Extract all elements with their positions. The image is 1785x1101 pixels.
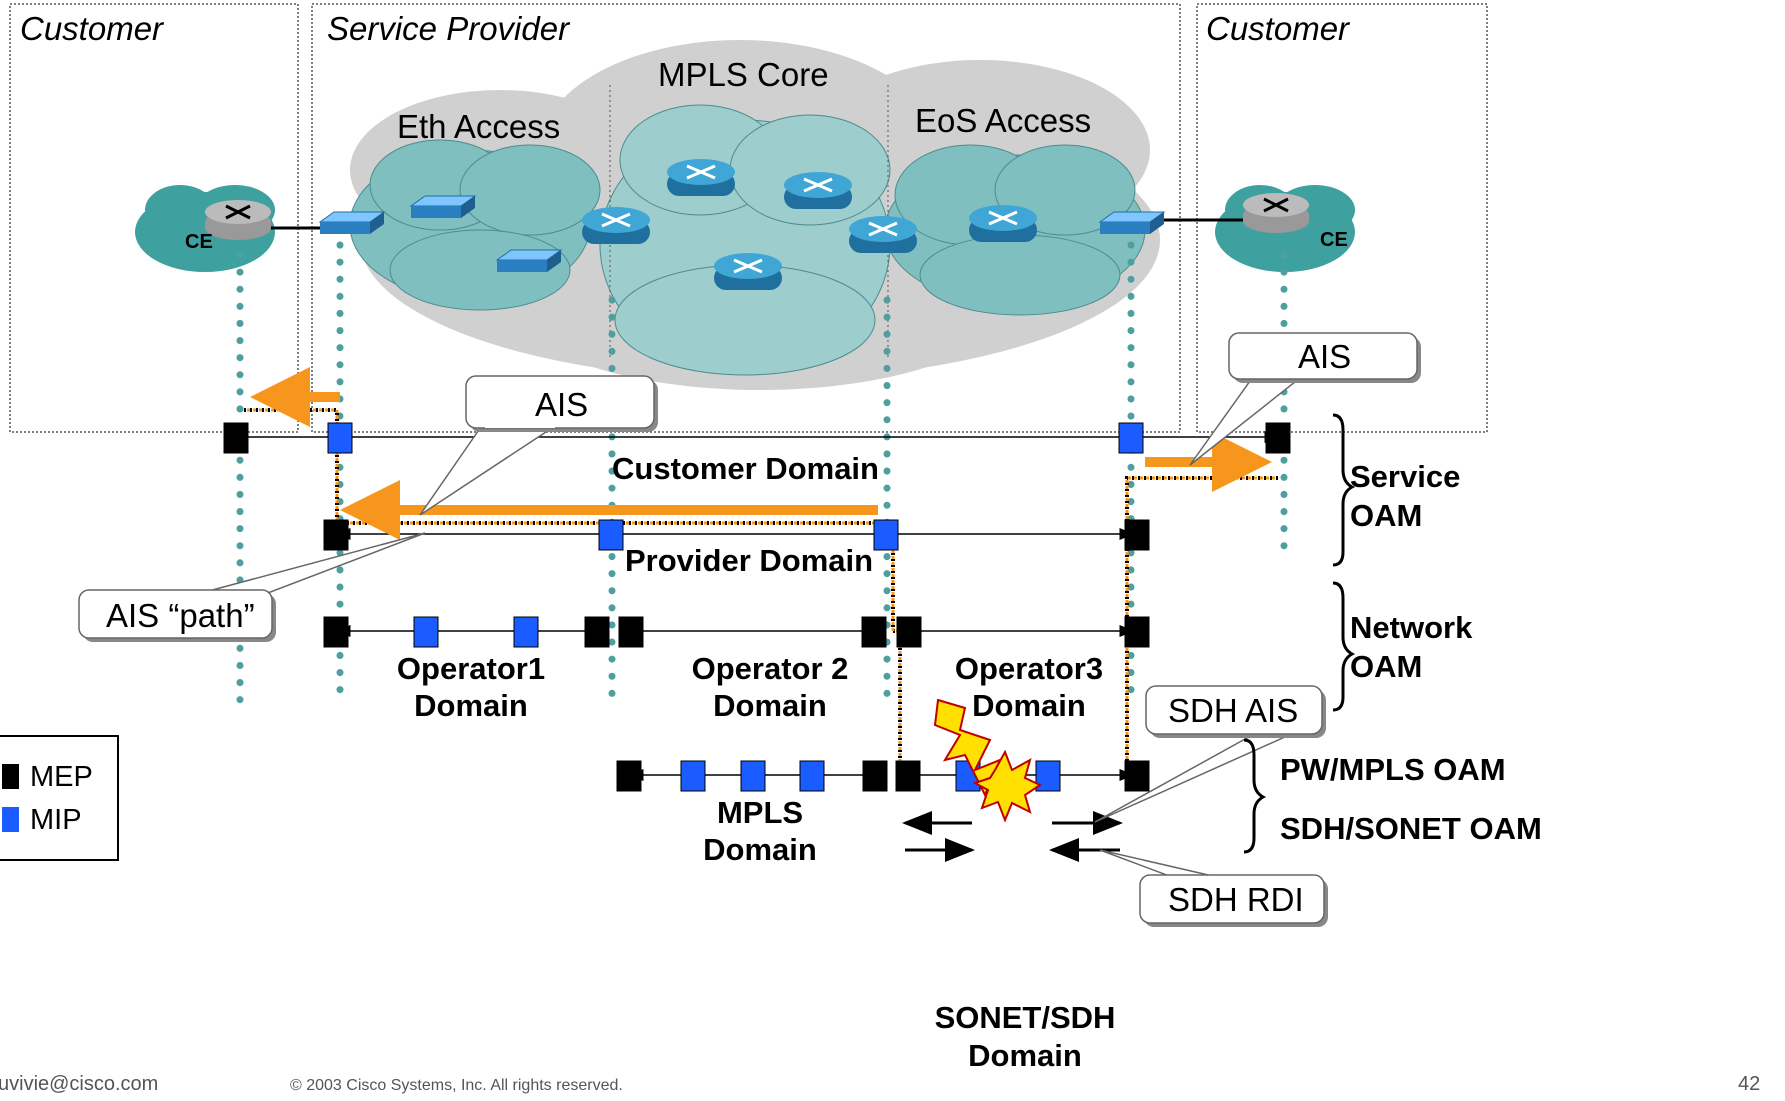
fault-lightning-icon xyxy=(933,698,1043,823)
customer-right-label: Customer xyxy=(1206,10,1350,47)
ce-left-router-icon xyxy=(205,200,271,240)
ais-path-text: AIS “path” xyxy=(106,597,255,634)
switch-icon xyxy=(495,249,563,272)
mep-point xyxy=(323,519,349,551)
ce-right-router-icon xyxy=(1243,193,1309,233)
service-provider-label: Service Provider xyxy=(327,10,570,47)
operator1-label-line1: Operator1 xyxy=(396,651,546,686)
mip-point xyxy=(740,760,766,792)
ce-right-label: CE xyxy=(1320,229,1348,251)
operator3-label-line2: Domain xyxy=(972,688,1086,723)
customer-domain-label: Customer Domain xyxy=(612,451,879,486)
mpls-core-label: MPLS Core xyxy=(658,56,829,93)
eth-access-label: Eth Access xyxy=(397,108,561,145)
eos-access-label: EoS Access xyxy=(915,102,1092,139)
provider-domain-label: Provider Domain xyxy=(625,543,874,578)
switch-icon xyxy=(1098,211,1166,234)
lower-oam-brace xyxy=(1243,738,1267,854)
pw-mpls-oam-label: PW/MPLS OAM xyxy=(1280,752,1506,787)
service-oam-label-line2: OAM xyxy=(1350,498,1423,533)
router-icon xyxy=(582,207,650,244)
mip-point xyxy=(598,519,624,551)
mip-point xyxy=(799,760,825,792)
mep-point xyxy=(584,616,610,648)
mip-point xyxy=(680,760,706,792)
mep-point xyxy=(862,760,888,792)
mep-point xyxy=(1124,760,1150,792)
customer-left-label: Customer xyxy=(20,10,164,47)
router-icon xyxy=(667,159,735,196)
mep-legend-swatch xyxy=(2,764,19,789)
network-oam-label-line2: OAM xyxy=(1350,649,1423,684)
operator3-label-line1: Operator3 xyxy=(954,651,1104,686)
ais-right-text: AIS xyxy=(1298,338,1352,375)
mpls-domain-label-line1: MPLS xyxy=(716,795,804,830)
mip-point xyxy=(513,616,539,648)
switch-icon xyxy=(409,195,477,218)
mep-point xyxy=(323,616,349,648)
operator2-label-line2: Domain xyxy=(713,688,827,723)
mep-point xyxy=(896,616,922,648)
service-provider-region xyxy=(311,3,1181,433)
customer-left-region xyxy=(9,3,299,433)
ce-left-label: CE xyxy=(185,231,213,253)
core-routers xyxy=(582,159,1037,290)
mep-point xyxy=(1124,616,1150,648)
router-icon xyxy=(969,205,1037,242)
ais-path-right-black xyxy=(1125,476,1278,775)
mip-legend-label: MIP xyxy=(30,804,82,836)
router-icon xyxy=(784,172,852,209)
operator2-label-line1: Operator 2 xyxy=(691,651,849,686)
mip-point xyxy=(1118,422,1144,454)
router-icon xyxy=(849,216,917,253)
mep-mip-points xyxy=(223,422,1291,792)
mip-legend-swatch xyxy=(2,807,19,832)
network-oam-brace xyxy=(1332,581,1356,712)
mip-point xyxy=(873,519,899,551)
customer-right-region xyxy=(1196,3,1488,433)
service-oam-label-line1: Service xyxy=(1350,459,1461,494)
footer-page-number: 42 xyxy=(1738,1073,1761,1095)
mip-point xyxy=(413,616,439,648)
mep-point xyxy=(1265,422,1291,454)
legend: MEP MIP xyxy=(0,735,119,861)
access-switches xyxy=(318,195,1166,272)
operator1-label-line2: Domain xyxy=(414,688,528,723)
mep-point xyxy=(861,616,887,648)
mep-point xyxy=(895,760,921,792)
mep-point xyxy=(223,422,249,454)
sdh-ais-text: SDH AIS xyxy=(1168,692,1299,729)
sdh-sonet-oam-label: SDH/SONET OAM xyxy=(1280,811,1542,846)
callout-ais-center xyxy=(419,375,658,516)
sonet-domain-label-line1: SONET/SDH xyxy=(934,1000,1116,1035)
callout-ais-path xyxy=(78,532,426,642)
footer-copyright: © 2003 Cisco Systems, Inc. All rights re… xyxy=(290,1077,623,1094)
callout-ais-right xyxy=(1189,332,1421,466)
sdh-rdi-text: SDH RDI xyxy=(1168,881,1304,918)
service-oam-brace xyxy=(1332,413,1356,567)
mip-point xyxy=(327,422,353,454)
footer-email: uvivie@cisco.com xyxy=(0,1073,159,1095)
sonet-domain-label-line2: Domain xyxy=(968,1038,1082,1073)
router-icon xyxy=(714,253,782,290)
mpls-domain-label-line2: Domain xyxy=(703,832,817,867)
mep-point xyxy=(618,616,644,648)
mep-point xyxy=(1124,519,1150,551)
ais-center-text: AIS xyxy=(535,386,589,423)
switch-icon xyxy=(318,211,386,234)
mip-point xyxy=(1035,760,1061,792)
network-oam-label-line1: Network xyxy=(1350,610,1473,645)
mep-legend-label: MEP xyxy=(30,761,93,793)
callout-sdh-rdi xyxy=(1099,849,1328,927)
mep-point xyxy=(616,760,642,792)
